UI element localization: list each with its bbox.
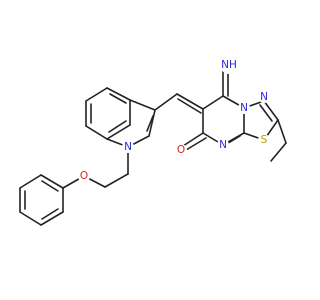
bond <box>176 93 204 110</box>
bond <box>270 142 287 162</box>
bond <box>185 137 207 151</box>
indole-nitrogen-label: N <box>124 141 132 153</box>
bond <box>41 180 59 192</box>
carbonyl-oxygen-label: O <box>177 144 185 156</box>
sulfur-label: S <box>261 134 268 146</box>
bond <box>146 115 154 132</box>
bond <box>106 124 131 140</box>
bond <box>277 119 287 144</box>
atom-mask <box>78 170 90 182</box>
bond <box>108 120 127 133</box>
imine-nh-label: NH <box>221 59 237 71</box>
bond <box>154 93 178 111</box>
ring-n-bottom-label: N <box>219 139 227 151</box>
bond <box>148 109 156 137</box>
bond <box>129 99 156 111</box>
bond-lines <box>19 70 287 226</box>
bond <box>263 100 279 121</box>
bond <box>106 87 131 101</box>
bond <box>19 211 42 226</box>
bond <box>85 125 108 140</box>
bond <box>177 98 202 114</box>
bond <box>19 174 42 189</box>
atom-mask <box>217 139 229 151</box>
bond <box>202 95 224 110</box>
atom-mask <box>122 141 134 153</box>
bond <box>40 174 64 189</box>
atom-mask <box>238 102 250 114</box>
atom-labels: NH N N N S O N O <box>78 56 270 182</box>
bond <box>182 132 204 147</box>
bond <box>40 211 64 226</box>
bond <box>41 208 59 220</box>
atom-mask <box>175 144 187 156</box>
bond <box>85 87 108 102</box>
ring-n-fused-label: N <box>240 102 248 114</box>
bond <box>104 173 129 188</box>
atom-mask <box>220 56 238 74</box>
ring-n-top-label: N <box>260 91 268 103</box>
atom-mask <box>258 134 270 146</box>
bond <box>109 93 127 104</box>
atom-mask <box>258 91 270 103</box>
ether-oxygen-label: O <box>80 170 88 182</box>
bond <box>259 104 273 122</box>
molecular-structure-drawing: NH N N N S O N O <box>19 56 287 226</box>
